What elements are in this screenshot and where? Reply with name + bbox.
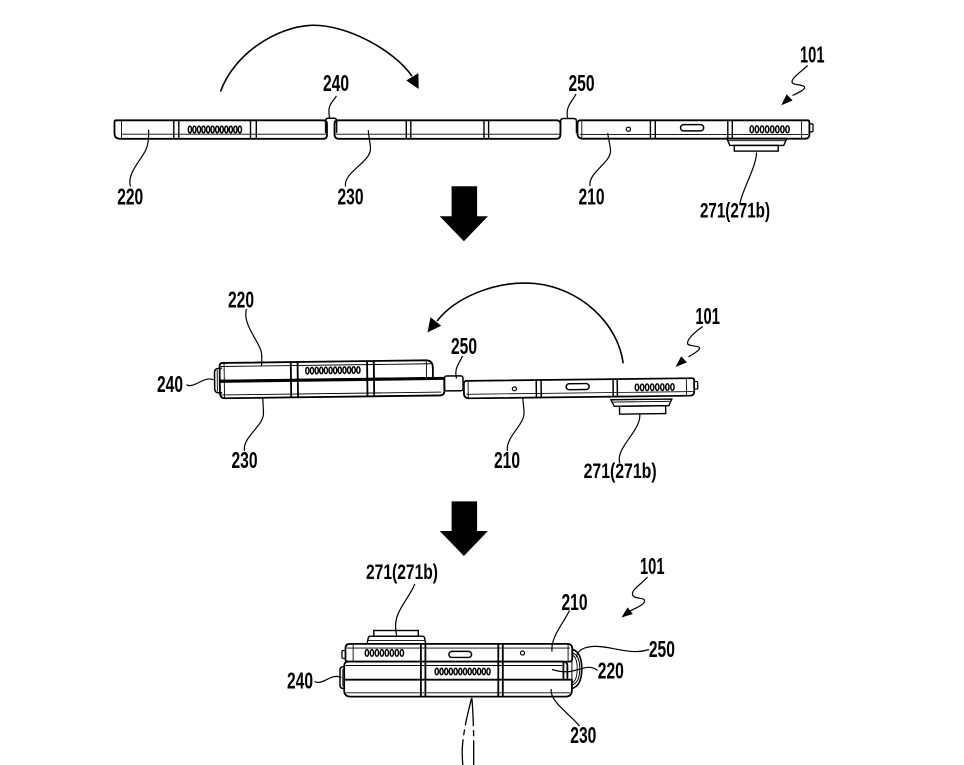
svg-text:210: 210 <box>579 183 605 209</box>
svg-text:230: 230 <box>232 447 258 473</box>
svg-text:240: 240 <box>157 371 183 397</box>
svg-text:101: 101 <box>640 553 665 579</box>
svg-text:250: 250 <box>649 636 675 662</box>
svg-text:230: 230 <box>570 722 596 748</box>
svg-text:101: 101 <box>800 42 825 68</box>
svg-text:271(271b): 271(271b) <box>584 459 657 483</box>
svg-text:240: 240 <box>323 70 349 96</box>
svg-text:210: 210 <box>562 589 588 615</box>
svg-text:271(271b): 271(271b) <box>366 560 438 584</box>
svg-text:220: 220 <box>117 183 143 209</box>
svg-text:220: 220 <box>598 658 624 684</box>
svg-text:250: 250 <box>451 333 477 359</box>
svg-text:271(271b): 271(271b) <box>700 198 770 222</box>
svg-text:220: 220 <box>228 286 254 312</box>
svg-text:250: 250 <box>569 70 595 96</box>
svg-text:240: 240 <box>287 667 313 693</box>
svg-text:210: 210 <box>494 447 520 473</box>
svg-text:230: 230 <box>338 183 364 209</box>
svg-text:101: 101 <box>695 303 720 329</box>
